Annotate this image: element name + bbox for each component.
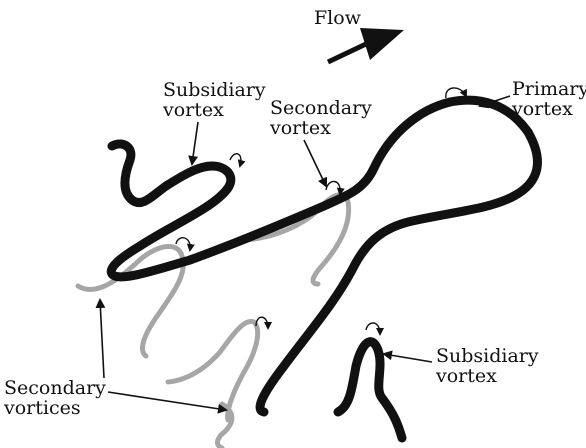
label-line: vortex xyxy=(436,366,539,386)
leader-secondary-top xyxy=(304,140,326,186)
rotation-arrow-icon xyxy=(366,323,380,334)
label-line: Primary xyxy=(512,79,586,99)
secondary-vortex-tubes xyxy=(78,195,349,448)
label-line: Subsidiary xyxy=(163,80,266,100)
subsidiary-vortex-bottom-label: Subsidiary vortex xyxy=(436,346,539,386)
leader-secondary-bottom-left xyxy=(100,300,104,378)
flow-label-text: Flow xyxy=(314,8,361,28)
label-line: vortex xyxy=(512,99,586,119)
label-line: vortices xyxy=(4,398,106,418)
flow-arrow xyxy=(328,28,404,62)
rotation-arrow-icon xyxy=(230,154,241,166)
leader-secondary-bottom-right xyxy=(108,392,226,410)
flow-label: Flow xyxy=(314,8,361,28)
rotation-arrow-icon xyxy=(326,181,340,194)
label-line: Subsidiary xyxy=(436,346,539,366)
leader-subsidiary-bottom xyxy=(384,354,432,362)
leader-subsidiary-top xyxy=(192,122,198,164)
subsidiary-vortex-top-label: Subsidiary vortex xyxy=(163,80,266,120)
label-line: vortex xyxy=(163,100,266,120)
label-line: Secondary xyxy=(4,378,106,398)
secondary-tube-bottom-left xyxy=(168,321,258,420)
primary-vortex-label: Primary vortex xyxy=(512,79,586,119)
primary-vortex-tubes xyxy=(111,100,537,438)
secondary-vortex-top-label: Secondary vortex xyxy=(270,98,372,138)
label-line: vortex xyxy=(270,118,372,138)
secondary-tube-mid xyxy=(240,195,349,284)
subsidiary-vortex-top-tube xyxy=(111,144,231,277)
secondary-vortices-label: Secondary vortices xyxy=(4,378,106,418)
label-line: Secondary xyxy=(270,98,372,118)
